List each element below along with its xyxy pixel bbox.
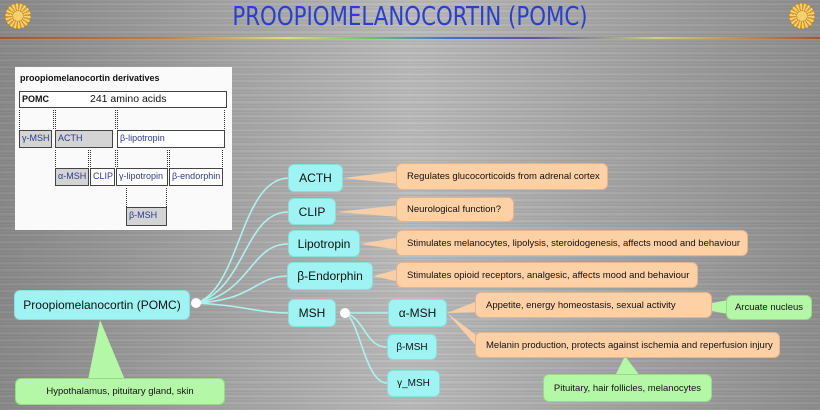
dotted-line bbox=[115, 110, 116, 129]
dotted-line bbox=[117, 110, 118, 129]
beta-msh-segment: β-MSH bbox=[126, 207, 167, 226]
gold-medallion-icon bbox=[789, 3, 815, 29]
dotted-line bbox=[166, 188, 167, 207]
desc-clip: Neurological function? bbox=[396, 197, 514, 222]
dotted-line bbox=[53, 110, 54, 129]
slide-title: PROOPIOMELANOCORTIN (POMC) bbox=[232, 2, 588, 32]
beta-lipotropin-segment: β-lipotropin bbox=[117, 130, 225, 148]
dotted-line bbox=[55, 110, 56, 129]
desc-acth: Regulates glucocorticoids from adrenal c… bbox=[396, 163, 608, 190]
node-clip[interactable]: CLIP bbox=[288, 198, 336, 225]
desc-alpha-msh-melanin: Melanin production, protects against isc… bbox=[475, 332, 780, 358]
node-beta-msh[interactable]: β-MSH bbox=[387, 334, 437, 360]
note-arcuate-nucleus: Arcuate nucleus bbox=[726, 295, 812, 320]
node-msh[interactable]: MSH bbox=[288, 299, 336, 327]
dotted-line bbox=[117, 150, 118, 167]
dotted-line bbox=[115, 150, 116, 167]
dotted-line bbox=[169, 150, 170, 167]
root-junction bbox=[191, 298, 201, 308]
node-alpha-msh[interactable]: α-MSH bbox=[388, 299, 447, 327]
root-node[interactable]: Proopiomelanocortin (POMC) bbox=[14, 290, 190, 320]
note-pomc-location: Hypothalamus, pituitary gland, skin bbox=[15, 378, 225, 405]
desc-lipotropin: Stimulates melanocytes, lipolysis, stero… bbox=[396, 230, 748, 256]
dotted-line bbox=[88, 150, 89, 167]
desc-beta-endorphin: Stimulates opioid receptors, analgesic, … bbox=[396, 262, 698, 288]
pomc-label: POMC bbox=[22, 94, 49, 104]
node-acth[interactable]: ACTH bbox=[288, 164, 343, 192]
rainbow-divider bbox=[0, 37, 820, 39]
note-pituitary-hair-melanocytes: Pituitary, hair follicles, melanocytes bbox=[543, 374, 712, 402]
acth-segment: ACTH bbox=[55, 130, 113, 148]
desc-alpha-msh-appetite: Appetite, energy homeostasis, sexual act… bbox=[475, 292, 712, 318]
node-beta-endorphin[interactable]: β-Endorphin bbox=[287, 262, 373, 290]
gamma-lipotropin-segment: γ-lipotropin bbox=[116, 168, 168, 186]
beta-endorphin-segment: β-endorphin bbox=[169, 168, 223, 186]
dotted-line bbox=[55, 150, 56, 167]
dotted-line bbox=[90, 150, 91, 167]
clip-segment: CLIP bbox=[90, 168, 115, 186]
pomc-bar: POMC 241 amino acids bbox=[19, 91, 227, 108]
dotted-line bbox=[19, 110, 20, 129]
pomc-length: 241 amino acids bbox=[90, 93, 167, 105]
dotted-line bbox=[126, 188, 127, 207]
alpha-msh-segment: α-MSH bbox=[55, 168, 89, 186]
node-lipotropin[interactable]: Lipotropin bbox=[288, 230, 360, 257]
msh-junction bbox=[340, 308, 350, 318]
node-gamma-msh[interactable]: γ_MSH bbox=[387, 370, 440, 397]
dotted-line bbox=[167, 150, 168, 167]
dotted-line bbox=[224, 110, 225, 129]
figure-heading: proopiomelanocortin derivatives bbox=[20, 73, 160, 83]
gold-medallion-icon bbox=[5, 3, 31, 29]
gamma-msh-segment: γ-MSH bbox=[19, 130, 52, 148]
dotted-line bbox=[222, 150, 223, 167]
derivatives-figure: proopiomelanocortin derivatives POMC 241… bbox=[15, 67, 232, 230]
